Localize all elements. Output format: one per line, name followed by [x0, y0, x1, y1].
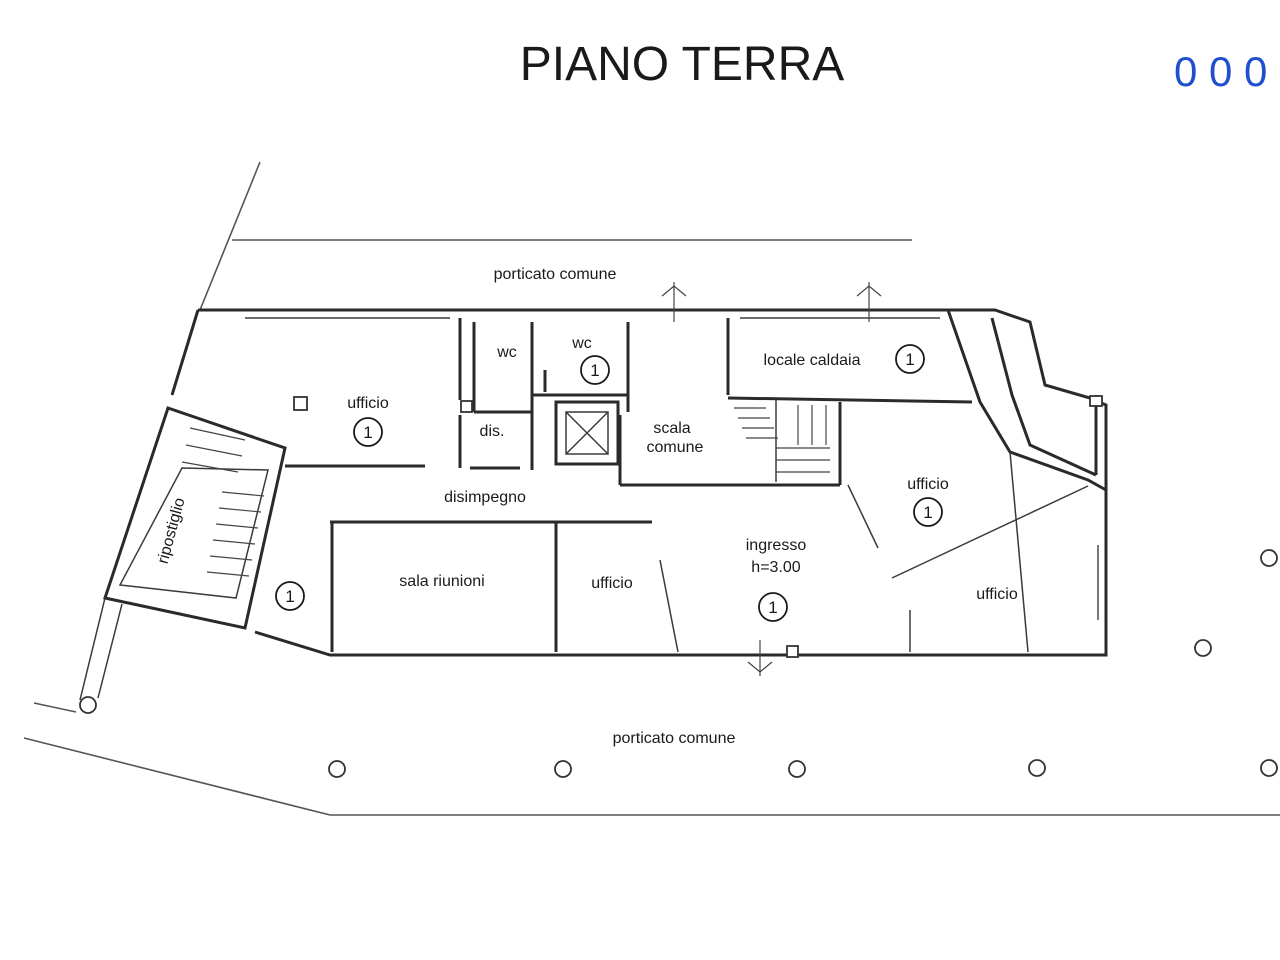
unit-badge: 1 — [353, 417, 383, 447]
label-porticato-bottom: porticato comune — [613, 730, 736, 747]
unit-badge: 1 — [580, 355, 610, 385]
unit-badge: 1 — [913, 497, 943, 527]
outer-walls — [170, 308, 1108, 657]
label-disimpegno: disimpegno — [444, 489, 526, 506]
site-boundary — [23, 161, 1280, 816]
label-dis: dis. — [480, 423, 505, 440]
unit-number: 1 — [285, 587, 294, 606]
unit-number: 1 — [363, 423, 372, 442]
plan-code: 0 0 0 — [1174, 48, 1267, 95]
label-ufficio-1: ufficio — [347, 395, 389, 412]
unit-number: 1 — [923, 503, 932, 522]
label-ufficio-2: ufficio — [907, 476, 949, 493]
unit-number: 1 — [590, 361, 599, 380]
label-wc-1: wc — [496, 344, 517, 361]
pillars — [293, 395, 1103, 658]
unit-badge: 1 — [275, 581, 305, 611]
unit-number: 1 — [905, 350, 914, 369]
unit-number: 1 — [768, 598, 777, 617]
interior-walls — [245, 317, 1089, 653]
label-sala-riunioni: sala riunioni — [399, 573, 484, 590]
label-wc-2: wc — [571, 335, 592, 352]
door-arrows — [661, 282, 882, 676]
unit-badge: 1 — [758, 592, 788, 622]
label-locale-caldaia: locale caldaia — [764, 352, 861, 369]
label-altezza: h=3.00 — [751, 559, 800, 576]
label-ufficio-3: ufficio — [591, 575, 633, 592]
porticato-columns — [79, 549, 1278, 778]
label-scala: scala — [653, 420, 690, 437]
label-ripostiglio: ripostiglio — [155, 496, 189, 566]
left-stair-block — [79, 406, 287, 701]
label-comune: comune — [647, 439, 704, 456]
label-porticato-top: porticato comune — [494, 266, 617, 283]
label-ingresso: ingresso — [746, 537, 807, 554]
unit-badge: 1 — [895, 344, 925, 374]
page-title: PIANO TERRA — [520, 38, 845, 91]
label-ufficio-4: ufficio — [976, 586, 1018, 603]
